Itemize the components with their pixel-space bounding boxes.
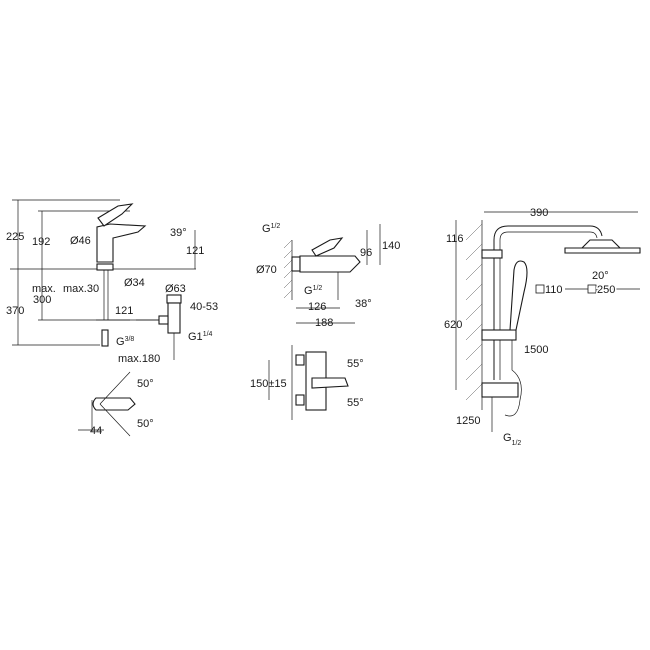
dim-waste-diameter: Ø63	[165, 283, 186, 295]
basin-mixer-body	[96, 223, 147, 263]
bath-mixer-lever	[311, 237, 344, 257]
dim-spout-height: 121	[186, 245, 204, 257]
dim-hose-length: 1500	[524, 344, 548, 356]
bath-mixer-front-lever	[311, 377, 349, 389]
dim-rosette-diameter: Ø70	[256, 264, 277, 276]
hand-shower-holder	[481, 329, 517, 341]
shower-riser-pipe	[493, 225, 603, 380]
dim-225: 225	[6, 231, 24, 243]
dim-max-thickness: max.30	[63, 283, 99, 295]
dim-top-offset: 116	[446, 233, 464, 245]
lever-rotation-line	[99, 403, 131, 437]
dim-spray-angle: 20°	[592, 270, 609, 282]
dim-hole-diameter: Ø34	[124, 277, 145, 289]
dim-connection-thread: G1/2	[503, 432, 521, 447]
dim-spout-reach: 121	[115, 305, 133, 317]
square-symbol-icon	[535, 284, 545, 294]
dim-lever-angle-bottom: 55°	[347, 397, 364, 409]
dim-140: 140	[382, 240, 400, 252]
svg-text:110: 110	[545, 284, 563, 296]
dim-supply-hose: 1250	[456, 415, 480, 427]
svg-text:250: 250	[597, 284, 615, 296]
dim-waste-thread: G11/4	[188, 331, 213, 343]
connector-bottom	[295, 394, 305, 406]
waste-lever	[158, 315, 169, 325]
dim-spout-angle: 38°	[355, 298, 372, 310]
dim-outlet-thread: G1/2	[304, 285, 322, 297]
basin-mixer-lever	[97, 203, 134, 227]
eccentric-connector	[291, 256, 301, 272]
dim-lever-offset: 44	[90, 425, 102, 437]
basin-mixer-top-view	[92, 397, 136, 411]
dim-lever-angle-top: 55°	[347, 358, 364, 370]
lever-rotation-line	[99, 371, 131, 405]
dim-spout-diameter: Ø46	[70, 235, 91, 247]
dim-370: 370	[6, 305, 24, 317]
dim-lever-angle-top: 50°	[137, 378, 154, 390]
thermostat-body	[481, 382, 519, 398]
head-shower	[564, 247, 641, 254]
dim-rail-height: 620	[444, 319, 462, 331]
head-shower-top	[580, 239, 622, 249]
dim-hand-shower-size: 110	[535, 284, 563, 296]
wall-hatching	[283, 239, 293, 299]
wall-hatching	[465, 223, 483, 401]
dim-connection-thread: G1/2	[262, 223, 280, 235]
dim-max-hose-line2: 300	[33, 294, 51, 306]
dim-head-shower-size: 250	[587, 283, 617, 298]
dim-max-distance: max.180	[118, 353, 160, 365]
dim-arm-reach: 390	[530, 207, 548, 219]
dim-waste-range: 40-53	[190, 301, 218, 313]
hand-shower	[509, 260, 528, 331]
basin-mixer-base	[96, 263, 114, 271]
bath-mixer-drawing: G1/2 Ø70 140 96 G1/2 126 38° 188 55° 150…	[250, 223, 400, 420]
dim-188: 188	[315, 317, 333, 329]
wall-bracket-top	[481, 249, 503, 259]
bath-mixer-body	[299, 255, 361, 273]
waste-top	[166, 294, 182, 304]
shower-system-drawing: 390 116 620 20° 110 250 1500 1250 G1/2	[444, 207, 641, 447]
dim-spout-angle: 39°	[170, 227, 187, 239]
connector-top	[295, 354, 305, 366]
dim-96: 96	[360, 247, 372, 259]
waste-body	[167, 302, 181, 334]
dim-lever-angle-bottom: 50°	[137, 418, 154, 430]
dim-max-hose-line1: max.	[32, 283, 56, 295]
dim-192: 192	[32, 236, 50, 248]
shower-hose	[504, 340, 522, 417]
dim-centers: 150±15	[250, 378, 287, 390]
dim-126: 126	[308, 301, 326, 313]
dim-supply-thread: G3/8	[116, 336, 134, 348]
basin-mixer-drawing: 225 192 Ø46 39° 121 Ø34 max.30 max. 300 …	[6, 199, 218, 437]
supply-hose	[101, 329, 109, 347]
square-symbol-icon	[587, 284, 597, 294]
shower-riser-pipe-inner	[499, 231, 598, 380]
